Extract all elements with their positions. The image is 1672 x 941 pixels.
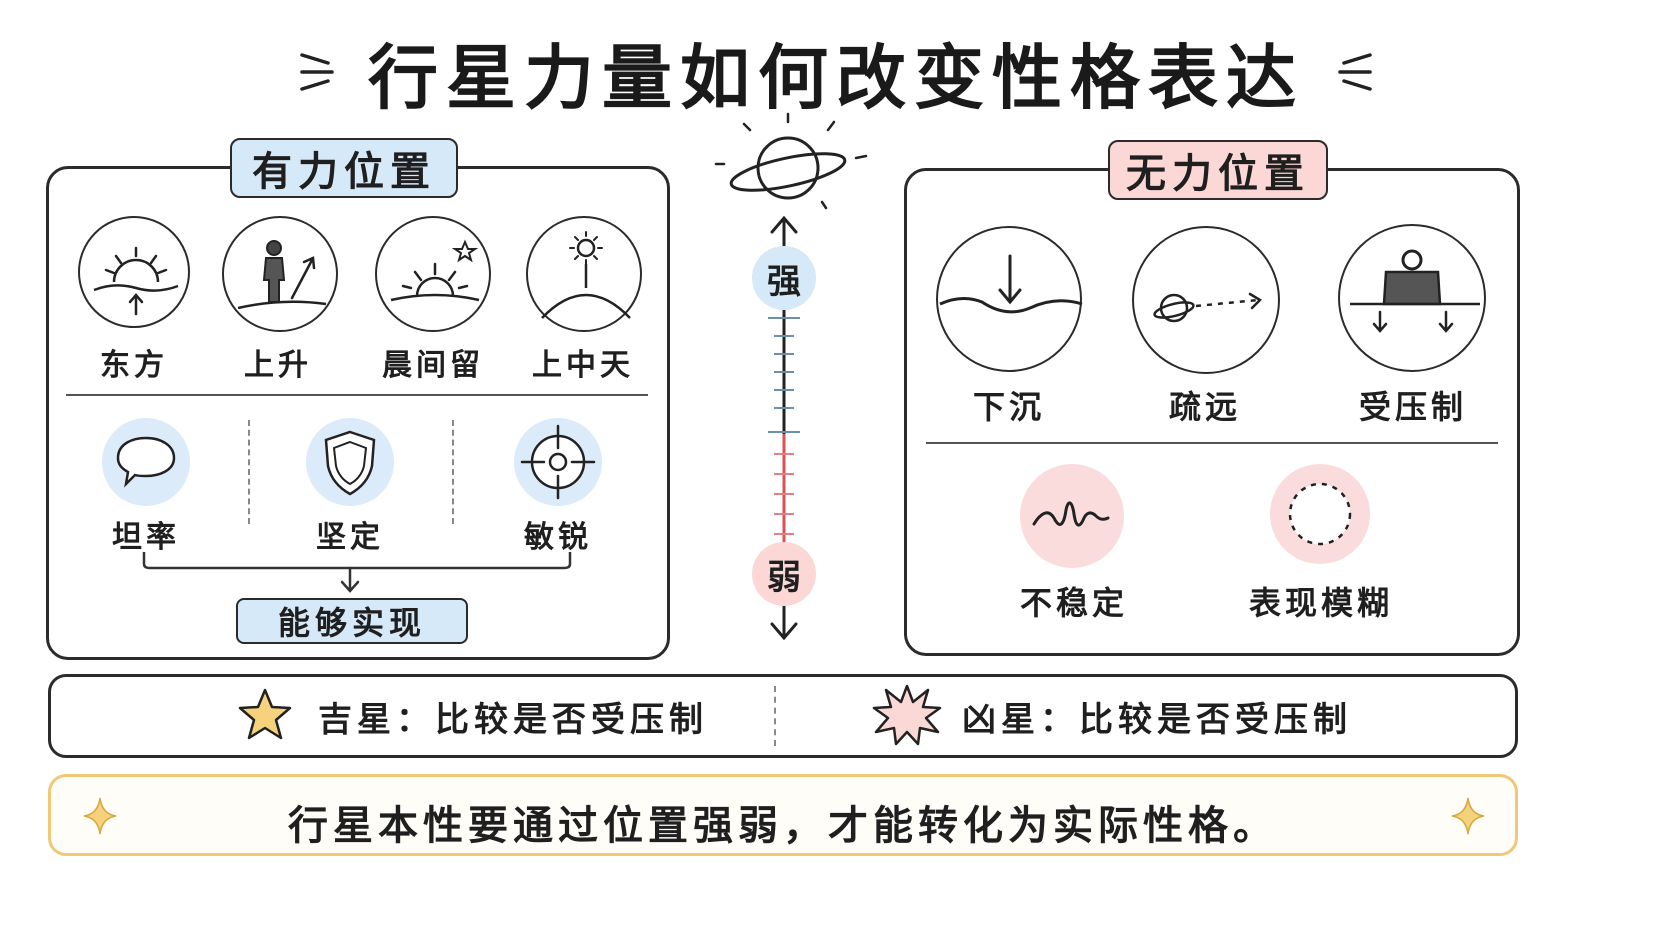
distant-position-icon: [1132, 226, 1280, 374]
weak-position-tag: 无力位置: [1108, 140, 1328, 200]
keen-trait-icon: [514, 418, 602, 506]
morning-station-icon: [375, 216, 491, 332]
position-label-suppressed: 受压制: [1358, 388, 1467, 426]
weak-panel-divider: [926, 442, 1498, 444]
sparkle-right-icon: [1451, 797, 1485, 835]
malefic-burst-icon: [872, 684, 942, 746]
malefic-comparison-text: 凶星：比较是否受压制: [962, 700, 1352, 740]
speech-bubble-icon: [116, 436, 176, 488]
suppressed-position-icon: [1338, 224, 1486, 372]
trait-divider-1: [248, 420, 250, 524]
comparison-row: [48, 674, 1518, 758]
title-row: 行星力量如何改变性格表达: [0, 22, 1672, 122]
summary-text: 行星本性要通过位置强弱，才能转化为实际性格。: [288, 803, 1278, 849]
benefic-star-icon: [238, 688, 292, 740]
shield-icon: [324, 430, 376, 496]
trait-label-frank: 坦率: [112, 520, 180, 555]
squiggle-icon: [1032, 501, 1110, 527]
ascending-position-icon: [222, 216, 338, 332]
title-right-marks-icon: [1338, 53, 1372, 91]
position-label-sinking: 下沉: [972, 388, 1045, 426]
weight-press-icon: [1350, 249, 1480, 333]
crosshair-icon: [520, 424, 596, 500]
trait-divider-2: [452, 420, 454, 524]
sunrise-icon: [93, 246, 179, 316]
strong-result-box: 能够实现: [236, 598, 468, 644]
position-label-east: 东方: [100, 348, 168, 383]
page-title: 行星力量如何改变性格表达: [368, 36, 1304, 119]
midheaven-position-icon: [526, 216, 642, 332]
frank-trait-icon: [102, 418, 190, 506]
dashed-circle-icon: [1288, 482, 1352, 546]
sinking-wave-icon: [939, 254, 1083, 314]
blurry-expression-icon: [1270, 464, 1370, 564]
dawn-star-icon: [390, 239, 480, 302]
trait-label-firm: 坚定: [316, 520, 384, 555]
position-label-morning-station: 晨间留: [382, 348, 484, 383]
strong-label: 强: [752, 246, 816, 310]
position-label-midheaven: 上中天: [532, 348, 634, 383]
sparkle-left-icon: [83, 797, 117, 835]
firm-trait-icon: [306, 418, 394, 506]
unstable-trait-icon: [1020, 464, 1124, 568]
strong-position-tag: 有力位置: [230, 138, 458, 198]
benefic-comparison-text: 吉星：比较是否受压制: [318, 700, 708, 740]
planet-moving-away-icon: [1153, 292, 1263, 323]
east-position-icon: [78, 216, 190, 328]
traits-merge-bracket: [142, 552, 572, 593]
sun-zenith-icon: [541, 231, 631, 319]
strong-panel-divider: [66, 394, 648, 396]
comparison-divider: [774, 686, 776, 746]
trait-label-unstable: 不稳定: [1019, 584, 1128, 622]
trait-label-blurry: 表现模糊: [1248, 584, 1393, 622]
trait-label-keen: 敏锐: [524, 520, 592, 555]
planet-saturn-icon: [714, 112, 868, 210]
title-left-marks-icon: [300, 53, 334, 91]
position-label-ascending: 上升: [244, 348, 312, 383]
sinking-position-icon: [936, 226, 1083, 372]
summary-box: 行星本性要通过位置强弱，才能转化为实际性格。: [48, 774, 1518, 856]
person-rising-icon: [237, 240, 327, 310]
weak-label: 弱: [752, 542, 816, 606]
position-label-distant: 疏远: [1168, 388, 1241, 426]
